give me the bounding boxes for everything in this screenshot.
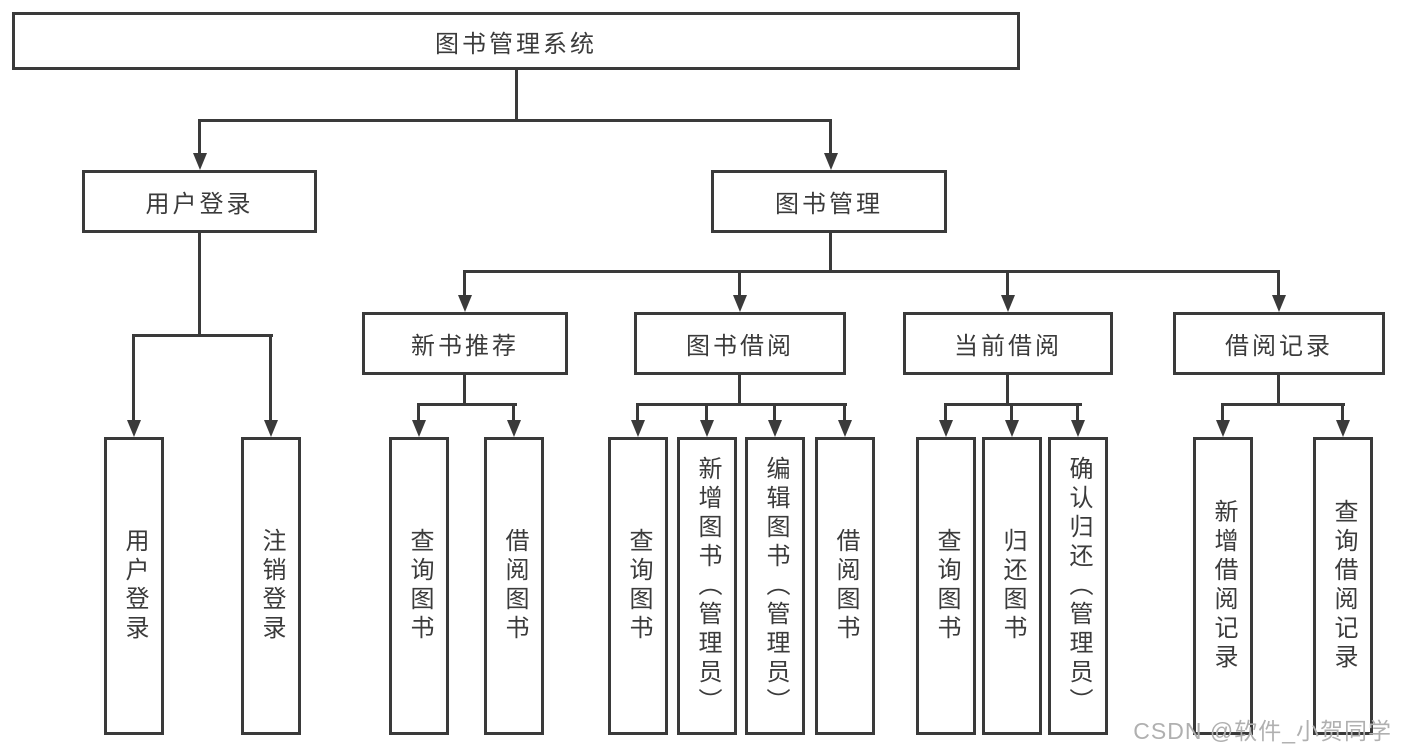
leaf-add-books-admin: 新增图书（管理员） (677, 437, 737, 735)
connector-arrowhead (412, 420, 426, 437)
connector-line (1076, 406, 1079, 422)
connector-line (1221, 403, 1345, 406)
node-new-book-recommend-label: 新书推荐 (411, 333, 519, 360)
node-root: 图书管理系统 (12, 12, 1020, 70)
node-book-borrow: 图书借阅 (634, 312, 846, 375)
connector-arrowhead (507, 420, 521, 437)
connector-arrowhead (768, 420, 782, 437)
connector-line (1277, 273, 1280, 297)
leaf-user-login-label: 用户登录 (121, 528, 148, 644)
connector-arrowhead (1071, 420, 1085, 437)
connector-line (829, 122, 832, 155)
leaf-edit-books-admin: 编辑图书（管理员） (745, 437, 805, 735)
connector-line (1006, 375, 1009, 406)
connector-line (269, 337, 272, 422)
leaf-borrow-books-2-label: 借阅图书 (832, 528, 859, 644)
leaf-borrow-books-1-label: 借阅图书 (501, 528, 528, 644)
connector-line (132, 334, 273, 337)
connector-arrowhead (733, 295, 747, 312)
node-new-book-recommend: 新书推荐 (362, 312, 568, 375)
leaf-confirm-return-admin: 确认归还（管理员） (1048, 437, 1108, 735)
connector-arrowhead (127, 420, 141, 437)
node-user-login: 用户登录 (82, 170, 317, 233)
node-borrow-records: 借阅记录 (1173, 312, 1385, 375)
node-book-management-label: 图书管理 (775, 191, 883, 218)
connector-line (1341, 406, 1344, 422)
leaf-return-books: 归还图书 (982, 437, 1042, 735)
node-borrow-records-label: 借阅记录 (1225, 333, 1333, 360)
connector-arrowhead (1005, 420, 1019, 437)
connector-arrowhead (939, 420, 953, 437)
connector-arrowhead (824, 153, 838, 170)
connector-arrowhead (1001, 295, 1015, 312)
connector-arrowhead (1272, 295, 1286, 312)
connector-arrowhead (631, 420, 645, 437)
connector-arrowhead (264, 420, 278, 437)
node-book-management: 图书管理 (711, 170, 947, 233)
leaf-add-borrow-record: 新增借阅记录 (1193, 437, 1253, 735)
node-user-login-label: 用户登录 (145, 191, 254, 218)
connector-line (636, 406, 639, 422)
csdn-watermark: CSDN @软件_小贺同学 (1133, 718, 1392, 744)
connector-line (829, 233, 832, 273)
leaf-query-books-3-label: 查询图书 (933, 528, 960, 644)
connector-line (132, 337, 135, 422)
connector-line (463, 270, 1280, 273)
leaf-user-login: 用户登录 (104, 437, 164, 735)
connector-line (512, 406, 515, 422)
connector-arrowhead (700, 420, 714, 437)
leaf-add-borrow-record-label: 新增借阅记录 (1210, 499, 1237, 673)
leaf-query-borrow-record: 查询借阅记录 (1313, 437, 1373, 735)
connector-line (1277, 375, 1280, 406)
leaf-query-borrow-record-label: 查询借阅记录 (1330, 499, 1357, 673)
connector-line (198, 233, 201, 337)
connector-line (705, 406, 708, 422)
connector-line (198, 119, 832, 122)
connector-arrowhead (838, 420, 852, 437)
connector-line (1006, 273, 1009, 297)
leaf-query-books-3: 查询图书 (916, 437, 976, 735)
connector-arrowhead (458, 295, 472, 312)
connector-line (636, 403, 847, 406)
leaf-borrow-books-1: 借阅图书 (484, 437, 544, 735)
connector-line (944, 406, 947, 422)
connector-arrowhead (1216, 420, 1230, 437)
node-current-borrow-label: 当前借阅 (954, 333, 1062, 360)
leaf-add-books-admin-label: 新增图书（管理员） (694, 455, 721, 717)
connector-line (463, 273, 466, 297)
leaf-logout: 注销登录 (241, 437, 301, 735)
leaf-borrow-books-2: 借阅图书 (815, 437, 875, 735)
connector-line (417, 403, 517, 406)
leaf-query-books-2: 查询图书 (608, 437, 668, 735)
node-book-borrow-label: 图书借阅 (686, 333, 794, 360)
connector-line (198, 122, 201, 155)
leaf-query-books-1: 查询图书 (389, 437, 449, 735)
connector-line (417, 406, 420, 422)
leaf-return-books-label: 归还图书 (999, 528, 1026, 644)
connector-line (463, 375, 466, 406)
leaf-logout-label: 注销登录 (258, 528, 285, 644)
connector-arrowhead (193, 153, 207, 170)
connector-line (843, 406, 846, 422)
connector-line (1010, 406, 1013, 422)
leaf-query-books-2-label: 查询图书 (625, 528, 652, 644)
leaf-edit-books-admin-label: 编辑图书（管理员） (762, 455, 789, 717)
node-current-borrow: 当前借阅 (903, 312, 1113, 375)
connector-line (1221, 406, 1224, 422)
leaf-query-books-1-label: 查询图书 (406, 528, 433, 644)
connector-line (738, 375, 741, 406)
connector-line (773, 406, 776, 422)
connector-line (515, 70, 518, 122)
connector-arrowhead (1336, 420, 1350, 437)
node-root-label: 图书管理系统 (435, 30, 597, 58)
connector-line (738, 273, 741, 297)
leaf-confirm-return-admin-label: 确认归还（管理员） (1065, 455, 1092, 717)
connector-line (944, 403, 1082, 406)
